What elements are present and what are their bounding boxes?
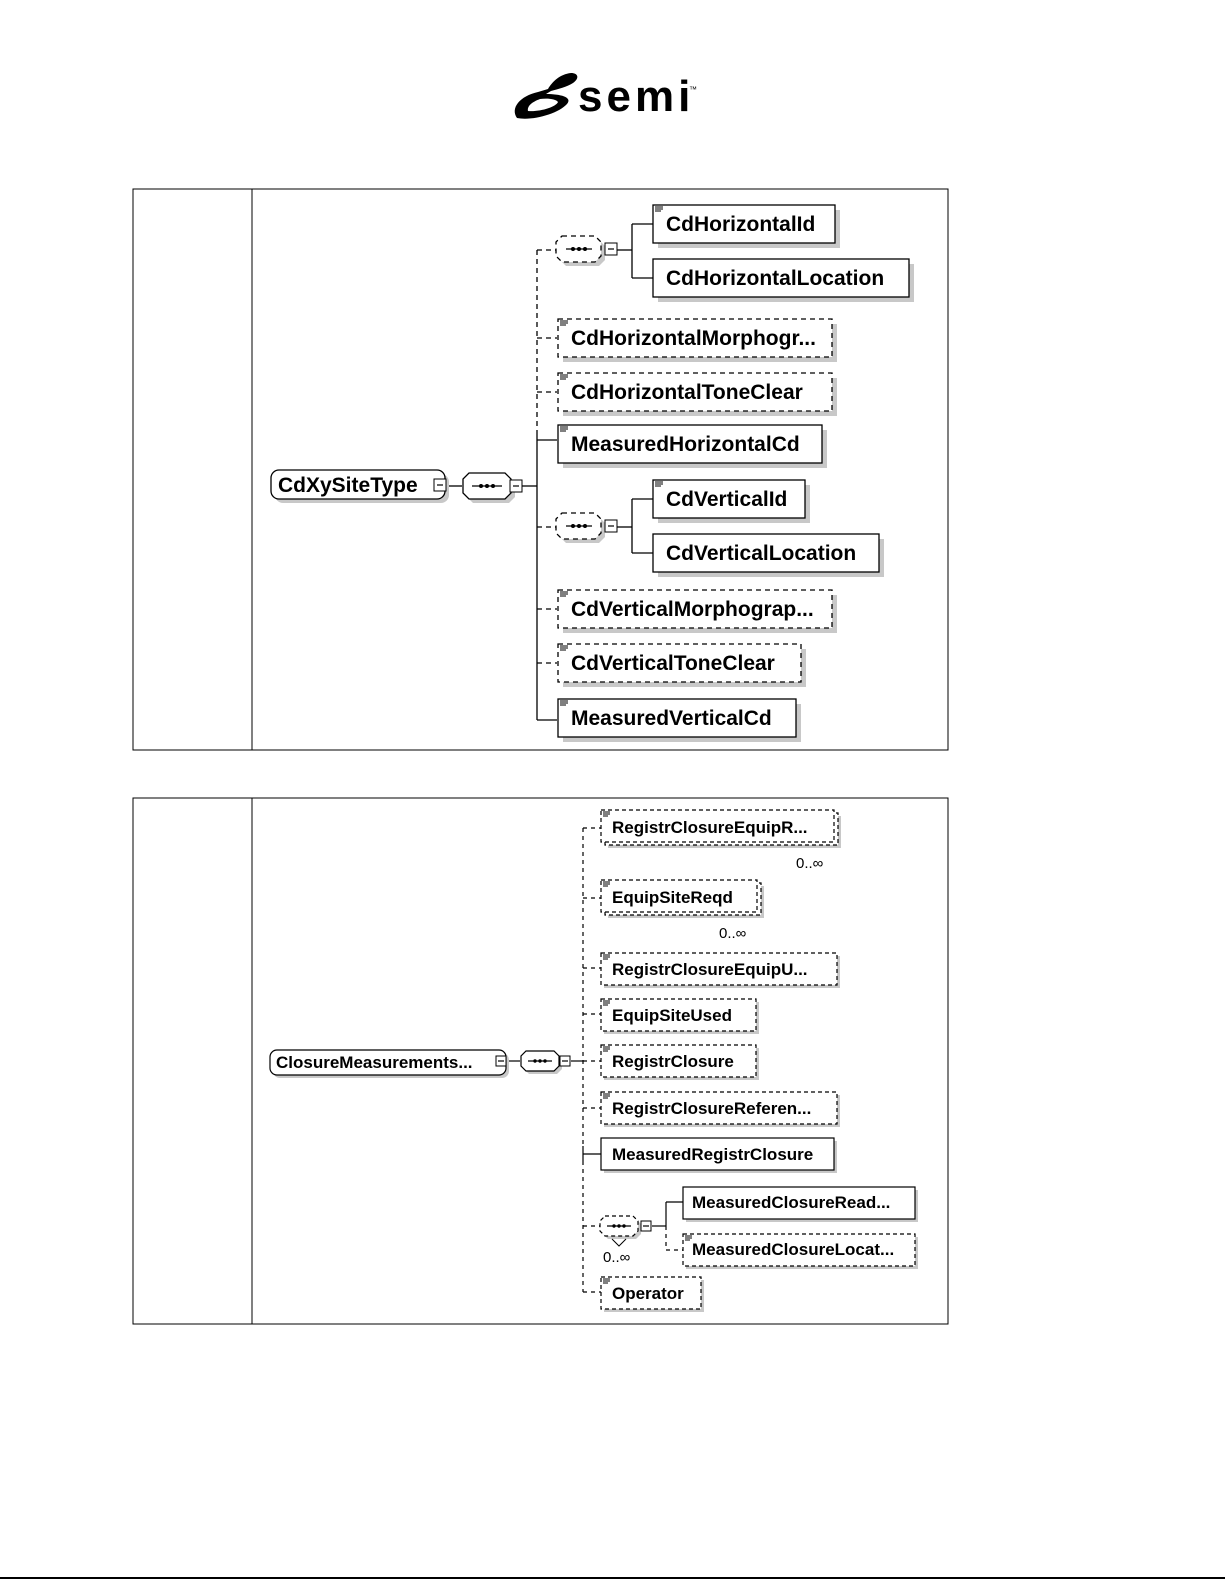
element-box-optional[interactable]: EquipSiteUsed	[600, 998, 759, 1034]
semi-logo-swoosh-icon	[514, 73, 578, 119]
sequence-compositor-optional[interactable]: 0..∞	[599, 1215, 652, 1266]
element-box-optional[interactable]: RegistrClosureEquipU...	[600, 952, 840, 988]
collapse-icon[interactable]	[604, 242, 618, 256]
page-bottom-rule	[0, 1577, 1225, 1579]
element-label: MeasuredClosureLocat...	[692, 1240, 894, 1259]
element-icon	[685, 1235, 692, 1241]
element-icon	[603, 954, 610, 960]
element-box-optional[interactable]: Operator	[600, 1276, 704, 1312]
element-icon	[603, 1046, 610, 1052]
element-box-optional[interactable]: CdVerticalMorphograp...	[557, 589, 837, 633]
element-label: MeasuredHorizontalCd	[571, 433, 800, 456]
element-box[interactable]: MeasuredHorizontalCd	[557, 424, 827, 468]
element-label: CdHorizontalLocation	[666, 267, 884, 290]
element-label: CdVerticalToneClear	[571, 652, 775, 675]
element-icon	[560, 374, 568, 380]
diagram-1: CdXySiteType	[270, 204, 914, 742]
element-box-optional[interactable]: RegistrClosureReferen...	[600, 1091, 840, 1127]
sequence-compositor[interactable]	[520, 1050, 571, 1074]
multiplicity-label: 0..∞	[719, 925, 747, 942]
element-label: Operator	[612, 1284, 684, 1303]
element-box[interactable]: MeasuredRegistrClosure	[600, 1137, 837, 1173]
multiplicity-label: 0..∞	[796, 855, 824, 872]
element-box[interactable]: MeasuredClosureRead...	[682, 1186, 918, 1222]
element-box-optional[interactable]: RegistrClosure	[600, 1044, 759, 1080]
element-icon	[560, 700, 568, 706]
table-1-border	[132, 188, 949, 751]
table-1	[132, 188, 949, 751]
root-label: CdXySiteType	[278, 474, 418, 497]
element-label: CdHorizontalId	[666, 213, 815, 236]
diagram-2: ClosureMeasurements...	[269, 809, 918, 1312]
element-label: CdVerticalMorphograp...	[571, 598, 814, 621]
element-box[interactable]: MeasuredVerticalCd	[557, 698, 801, 742]
table-2-border	[132, 797, 949, 1325]
sequence-compositor[interactable]	[462, 472, 523, 503]
collapse-icon[interactable]	[495, 1055, 507, 1067]
element-label: MeasuredClosureRead...	[692, 1193, 890, 1212]
element-icon	[655, 206, 663, 212]
element-label: RegistrClosureEquipU...	[612, 960, 808, 979]
element-label: CdHorizontalMorphogr...	[571, 327, 816, 350]
collapse-icon[interactable]	[559, 1055, 571, 1067]
element-label: RegistrClosure	[612, 1052, 734, 1071]
element-label: MeasuredVerticalCd	[571, 707, 772, 730]
element-label: RegistrClosureEquipR...	[612, 818, 808, 837]
root-label: ClosureMeasurements...	[276, 1053, 473, 1072]
collapse-icon[interactable]	[604, 519, 618, 533]
element-label: RegistrClosureReferen...	[612, 1099, 811, 1118]
root-element[interactable]: CdXySiteType	[270, 469, 449, 503]
root-element[interactable]: ClosureMeasurements...	[269, 1049, 509, 1078]
element-icon	[560, 591, 568, 597]
element-label: EquipSiteUsed	[612, 1006, 732, 1025]
element-box[interactable]: CdHorizontalId	[652, 204, 840, 248]
element-label: MeasuredRegistrClosure	[612, 1145, 813, 1164]
element-icon	[560, 426, 568, 432]
element-box[interactable]: CdVerticalLocation	[652, 533, 884, 577]
element-icon	[603, 1093, 610, 1099]
sequence-compositor-optional[interactable]	[555, 235, 618, 266]
element-icon	[560, 320, 568, 326]
element-label: EquipSiteReqd	[612, 888, 733, 907]
element-icon	[655, 481, 663, 487]
element-icon	[603, 881, 610, 887]
semi-logo: semi ™	[514, 72, 697, 121]
element-box-optional-multiple[interactable]: EquipSiteReqd 0..∞	[600, 879, 764, 942]
semi-logo-text: semi	[578, 72, 694, 121]
element-label: CdVerticalId	[666, 488, 787, 511]
element-box[interactable]: CdHorizontalLocation	[652, 258, 914, 302]
element-icon	[560, 645, 568, 651]
multiplicity-label: 0..∞	[603, 1249, 631, 1266]
sequence-compositor-optional[interactable]	[555, 512, 618, 543]
collapse-icon[interactable]	[433, 478, 447, 492]
element-box-optional[interactable]: CdHorizontalMorphogr...	[557, 318, 837, 362]
element-box-optional[interactable]: CdVerticalToneClear	[557, 643, 806, 687]
element-icon	[603, 1000, 610, 1006]
element-box-optional[interactable]: MeasuredClosureLocat...	[682, 1233, 918, 1269]
element-icon	[603, 811, 610, 817]
element-box[interactable]: CdVerticalId	[652, 479, 810, 523]
element-box-optional-multiple[interactable]: RegistrClosureEquipR... 0..∞	[600, 809, 841, 872]
element-label: CdHorizontalToneClear	[571, 381, 803, 404]
element-box-optional[interactable]: CdHorizontalToneClear	[557, 372, 837, 416]
semi-logo-tm: ™	[689, 85, 697, 94]
table-2	[132, 797, 949, 1325]
collapse-icon[interactable]	[509, 479, 523, 493]
collapse-icon[interactable]	[640, 1220, 652, 1232]
element-label: CdVerticalLocation	[666, 542, 856, 565]
element-icon	[603, 1278, 610, 1284]
